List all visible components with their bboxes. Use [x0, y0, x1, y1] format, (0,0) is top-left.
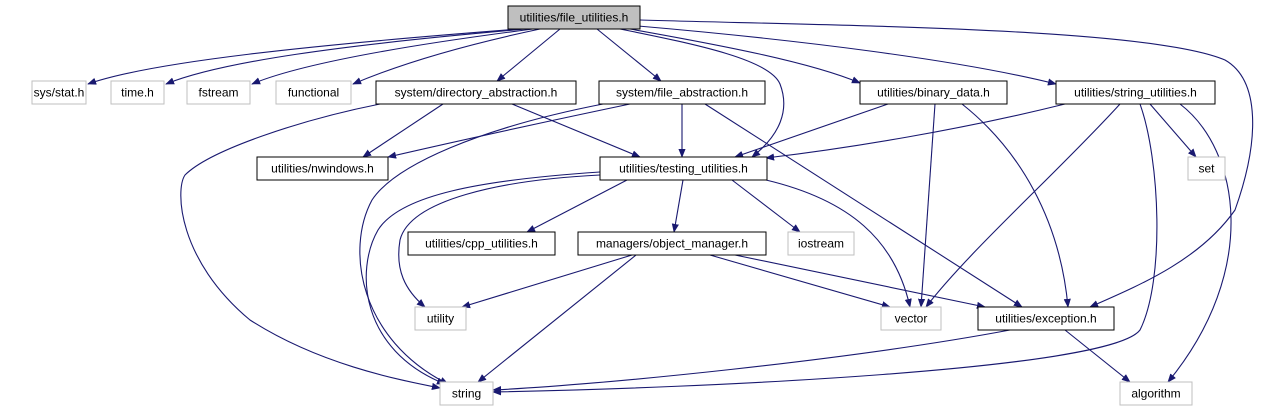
node-label-algorithm: algorithm [1131, 387, 1180, 401]
node-label-utility: utility [427, 312, 454, 326]
node-label-cpputils: utilities/cpp_utilities.h [425, 237, 538, 251]
node-nwindows[interactable]: utilities/nwindows.h [256, 156, 389, 181]
edge-root-to-sysstat [87, 28, 521, 85]
node-sysstat: sys/stat.h [31, 80, 87, 105]
edge-testing-to-objmgr [671, 179, 684, 233]
edge-dirabs-to-testing [511, 103, 641, 158]
edge-root-to-functional [352, 28, 541, 85]
edge-dirabs-to-nwindows [362, 103, 444, 158]
node-box-sysstat [31, 80, 87, 105]
node-box-dirabs [375, 80, 577, 105]
node-label-set: set [1198, 162, 1215, 176]
node-label-iostream: iostream [798, 237, 844, 251]
node-label-objmgr: managers/object_manager.h [596, 237, 748, 251]
node-label-functional: functional [288, 86, 339, 100]
node-box-cpputils [407, 231, 556, 256]
edge-root-to-timeh [165, 28, 527, 85]
node-box-algorithm [1119, 381, 1193, 406]
node-label-fileabs: system/file_abstraction.h [616, 86, 748, 100]
edge-root-to-strutils [637, 25, 1057, 86]
node-vector: vector [880, 306, 942, 331]
node-fstream: fstream [186, 80, 251, 105]
edge-root-to-fstream [251, 28, 534, 85]
edge-binarydata-to-vector [917, 103, 936, 308]
edge-objmgr-to-string [477, 254, 637, 383]
node-label-testing: utilities/testing_utilities.h [619, 162, 748, 176]
edge-strutils-to-string [492, 103, 1158, 396]
node-label-vector: vector [895, 312, 928, 326]
edge-exception-to-algorithm [1064, 329, 1131, 383]
node-label-dirabs: system/directory_abstraction.h [395, 86, 558, 100]
edge-exception-to-string [492, 329, 1011, 394]
node-box-exception [977, 306, 1115, 331]
node-fileabs[interactable]: system/file_abstraction.h [598, 80, 766, 105]
edge-dirabs-to-string [180, 103, 441, 390]
edge-objmgr-to-exception [734, 254, 986, 309]
edge-strutils-to-vector [925, 103, 1121, 308]
node-utility: utility [414, 306, 467, 331]
edge-binarydata-to-exception [961, 103, 1071, 308]
edge-testing-to-cpputils [526, 179, 628, 233]
node-box-binarydata [859, 80, 1008, 105]
node-box-testing [599, 156, 768, 181]
node-label-sysstat: sys/stat.h [34, 86, 85, 100]
edge-root-to-binarydata [629, 28, 861, 84]
node-box-strutils [1055, 80, 1216, 105]
edge-testing-to-string [365, 171, 601, 385]
node-label-strutils: utilities/string_utilities.h [1074, 86, 1197, 100]
edge-testing-to-vector [765, 179, 912, 308]
node-box-vector [880, 306, 942, 331]
node-root[interactable]: utilities/file_utilities.h [507, 5, 641, 30]
node-strutils[interactable]: utilities/string_utilities.h [1055, 80, 1216, 105]
edge-strutils-to-testing [765, 103, 1066, 161]
node-box-fileabs [598, 80, 766, 105]
edge-testing-to-utility [398, 174, 601, 308]
edge-testing-to-iostream [731, 179, 801, 233]
edge-binarydata-to-testing [734, 103, 889, 158]
node-box-timeh [110, 80, 165, 105]
node-label-timeh: time.h [121, 86, 154, 100]
edge-root-to-dirabs [496, 28, 561, 82]
node-box-objmgr [577, 231, 767, 256]
node-dirabs[interactable]: system/directory_abstraction.h [375, 80, 577, 105]
node-functional: functional [275, 80, 352, 105]
edge-objmgr-to-vector [709, 254, 891, 309]
node-testing[interactable]: utilities/testing_utilities.h [599, 156, 768, 181]
node-algorithm: algorithm [1119, 381, 1193, 406]
node-box-string [439, 381, 494, 406]
edge-root-to-exception [639, 19, 1254, 308]
node-label-string: string [452, 387, 481, 401]
node-label-exception: utilities/exception.h [995, 312, 1096, 326]
edge-root-to-testing [619, 28, 785, 158]
node-objmgr[interactable]: managers/object_manager.h [577, 231, 767, 256]
node-exception[interactable]: utilities/exception.h [977, 306, 1115, 331]
edge-fileabs-to-exception [704, 103, 1023, 308]
edge-fileabs-to-string [359, 103, 604, 385]
node-cpputils[interactable]: utilities/cpp_utilities.h [407, 231, 556, 256]
node-box-iostream [787, 231, 855, 256]
node-set: set [1187, 156, 1226, 181]
nodes-layer: utilities/file_utilities.h sys/stat.h time… [31, 5, 1226, 406]
node-box-functional [275, 80, 352, 105]
node-box-fstream [186, 80, 251, 105]
node-iostream: iostream [787, 231, 855, 256]
node-label-nwindows: utilities/nwindows.h [271, 162, 374, 176]
node-label-binarydata: utilities/binary_data.h [877, 86, 990, 100]
node-box-root [507, 5, 641, 30]
node-box-set [1187, 156, 1226, 181]
edge-fileabs-to-nwindows [387, 103, 631, 159]
edge-strutils-to-set [1149, 103, 1197, 158]
node-box-nwindows [256, 156, 389, 181]
node-string: string [439, 381, 494, 406]
edges-layer [87, 19, 1254, 396]
edge-strutils-to-algorithm [1167, 103, 1232, 383]
edge-root-to-fileabs [596, 28, 662, 82]
node-label-fstream: fstream [198, 86, 238, 100]
node-timeh: time.h [110, 80, 165, 105]
edge-objmgr-to-utility [461, 254, 633, 309]
node-binarydata[interactable]: utilities/binary_data.h [859, 80, 1008, 105]
node-box-utility [414, 306, 467, 331]
node-label-root: utilities/file_utilities.h [520, 11, 629, 25]
